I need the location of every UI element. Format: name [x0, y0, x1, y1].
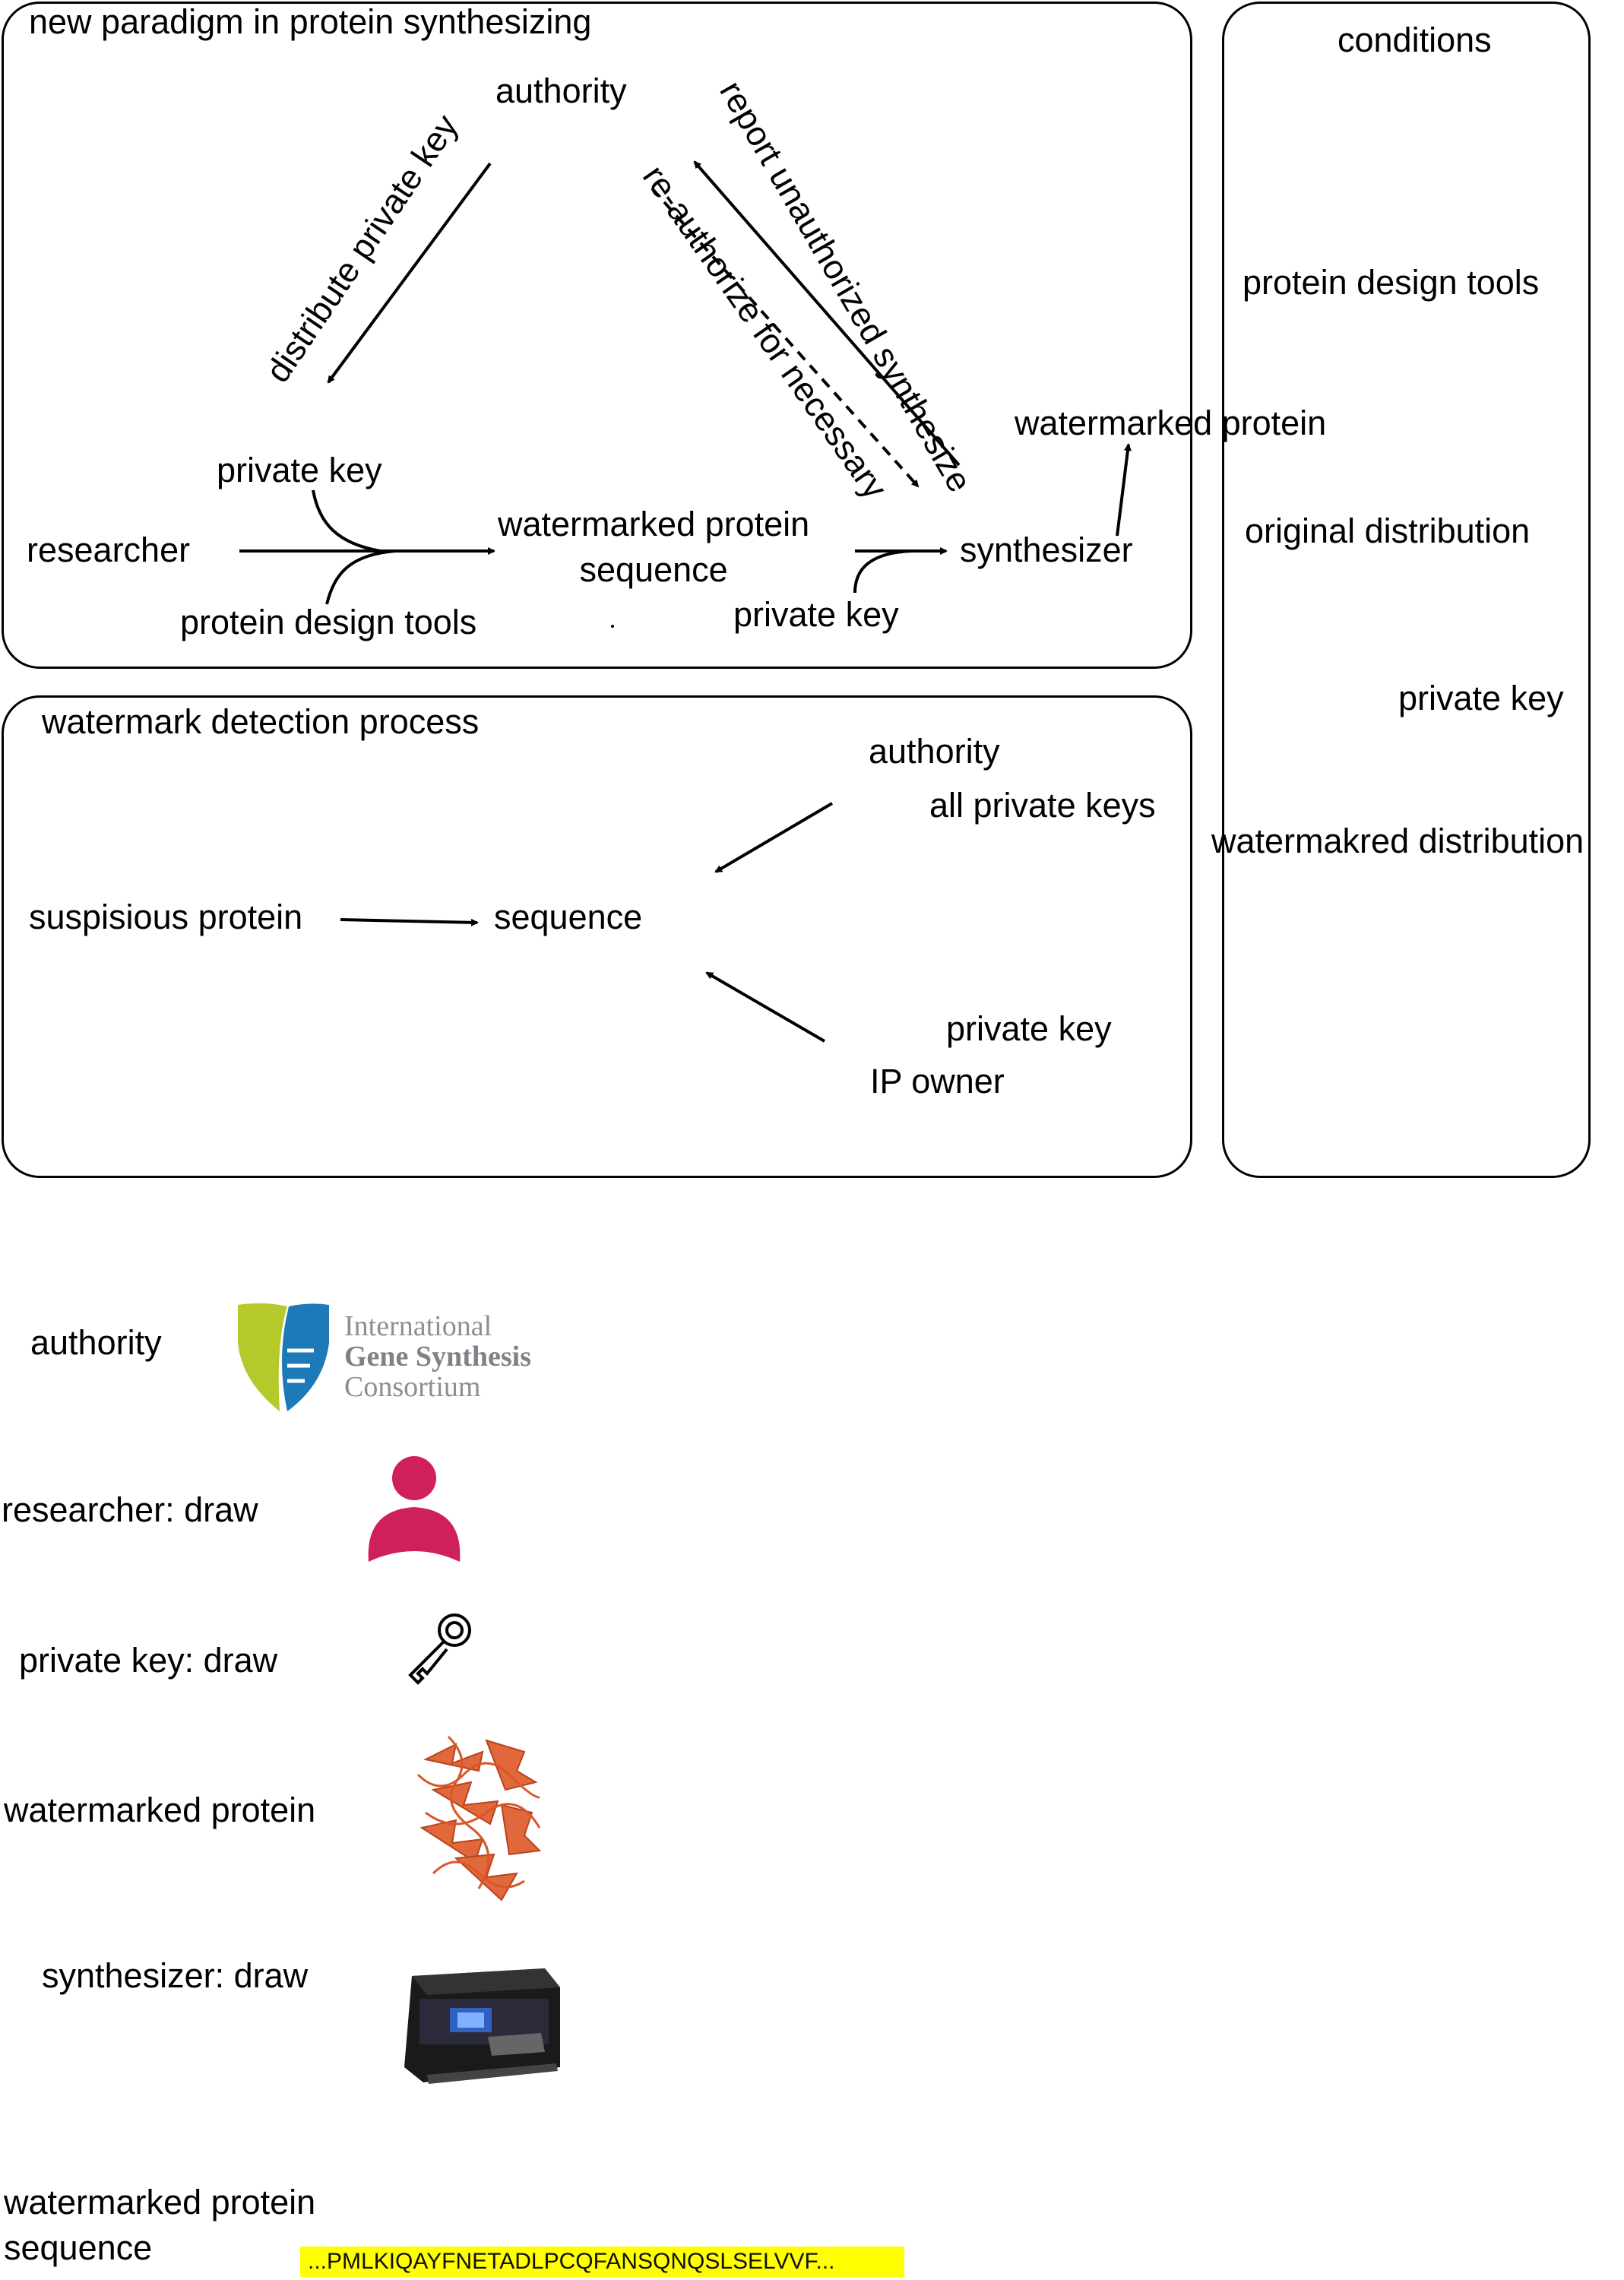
detection-private-key-label: private key — [946, 1009, 1112, 1048]
watermarked-sequence-label: watermarked protein sequence — [498, 505, 810, 589]
igsc-logo-line3: Consortium — [344, 1371, 481, 1403]
legend-authority-label: authority — [30, 1323, 162, 1362]
condition-item: private key — [1398, 679, 1564, 717]
arrow-suspicious-to-sequence — [340, 918, 479, 926]
detection-title: watermark detection process — [42, 702, 480, 741]
private-key-top-label: private key — [217, 451, 382, 489]
user-icon — [368, 1456, 461, 1562]
private-key-synth-label: private key — [733, 595, 899, 634]
stray-dot — [611, 625, 614, 628]
curve-private-key-synth — [853, 549, 913, 594]
legend-sequence-label: watermarked protein sequence — [4, 2183, 316, 2267]
curve-design-tools — [325, 549, 396, 605]
conditions-panel — [1222, 2, 1591, 1178]
synthesizer-label: synthesizer — [960, 530, 1133, 569]
arrow-distribute-key — [327, 162, 492, 384]
detection-panel — [2, 695, 1192, 1178]
igsc-shield-icon — [238, 1303, 329, 1411]
arrow-reauthorize — [651, 187, 920, 488]
legend-synthesizer-label: synthesizer: draw — [42, 1956, 309, 1995]
condition-item: protein design tools — [1243, 263, 1540, 302]
legend-private-key-label: private key: draw — [19, 1641, 278, 1680]
legend-watermarked-protein-label: watermarked protein — [4, 1791, 316, 1829]
conditions-title: conditions — [1338, 21, 1492, 59]
printer-icon — [404, 1968, 560, 2084]
igsc-logo-line2: Gene Synthesis — [344, 1341, 531, 1373]
arrow-authority-to-sequence — [714, 802, 834, 873]
researcher-label: researcher — [27, 530, 191, 569]
paradigm-title: new paradigm in protein synthesizing — [29, 2, 592, 41]
curve-private-key-top — [312, 489, 381, 553]
sequence-sample: ...PMLKIQAYFNETADLPCQFANSQNQSLSELVVF... — [300, 2247, 904, 2277]
protein-structure-icon — [416, 1735, 542, 1902]
igsc-logo-line1: International — [344, 1310, 492, 1342]
authority-label: authority — [495, 71, 627, 110]
diagram-arrows — [239, 160, 1132, 1043]
sequence-label: sequence — [494, 898, 643, 936]
key-icon — [408, 1613, 471, 1685]
arrow-ipowner-to-sequence — [705, 971, 826, 1043]
arrow-to-watermarked-protein — [1116, 443, 1132, 537]
arrow-report-unauthorized — [693, 160, 961, 467]
suspicious-protein-label: suspisious protein — [29, 898, 303, 936]
paradigm-panel — [2, 2, 1192, 669]
condition-item: original distribution — [1245, 511, 1531, 550]
protein-design-tools-label: protein design tools — [180, 603, 477, 641]
ip-owner-label: IP owner — [870, 1062, 1005, 1100]
detection-authority-label: authority — [869, 732, 1000, 771]
legend-researcher-label: researcher: draw — [2, 1490, 258, 1529]
watermarked-protein-label: watermarked protein — [1015, 404, 1327, 442]
all-private-keys-label: all private keys — [929, 786, 1156, 825]
condition-item: watermakred distribution — [1211, 822, 1584, 860]
